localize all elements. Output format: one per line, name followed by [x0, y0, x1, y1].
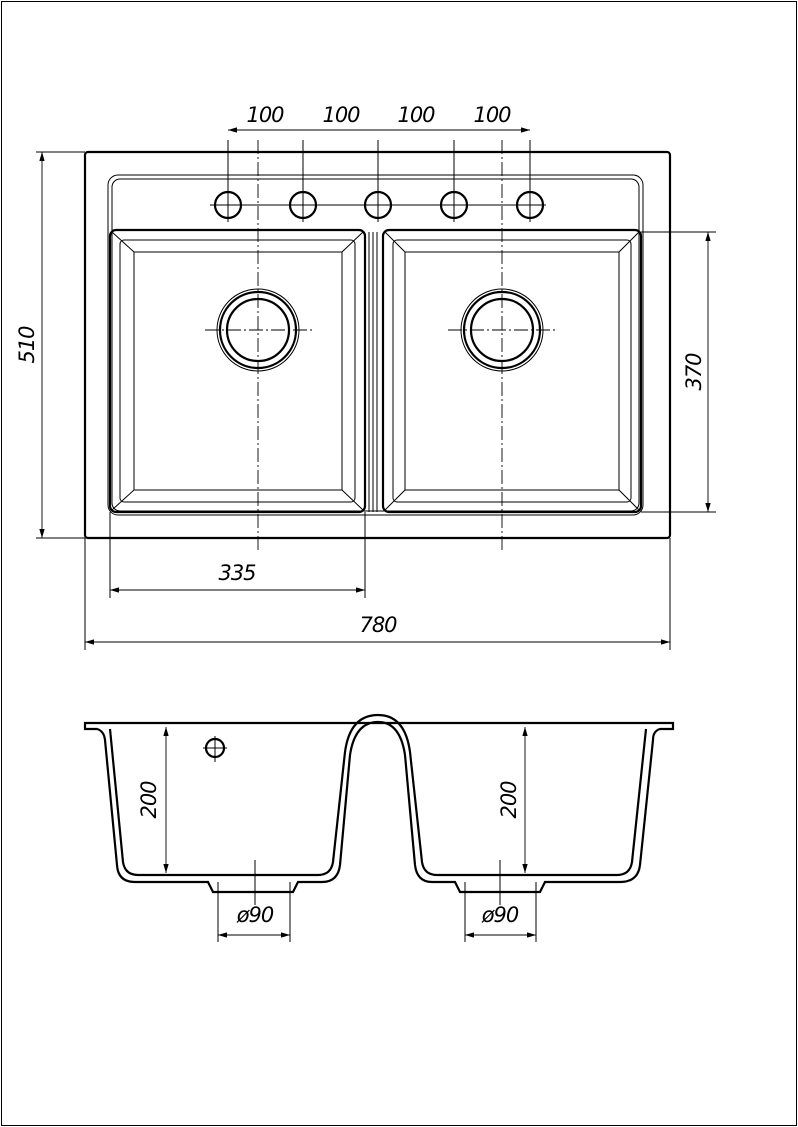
top-view: 100 100 100 100 510 370 335 780	[15, 103, 716, 650]
divider	[368, 232, 378, 512]
right-drain-label: ø90	[481, 903, 519, 927]
bowl-length-label: 370	[682, 353, 706, 391]
left-drain-label: ø90	[236, 903, 274, 927]
tap-hole-side	[203, 736, 227, 762]
side-view: 200 200 ø90 ø90	[83, 713, 675, 942]
left-bowl	[108, 228, 367, 514]
overall-width-label: 780	[359, 613, 397, 637]
sink-section-outer	[83, 720, 675, 894]
tap-holes	[210, 140, 546, 222]
sink-section-inner	[108, 713, 648, 877]
bowl-width-label: 335	[218, 561, 256, 585]
overall-depth-label: 510	[15, 326, 39, 364]
right-bowl	[381, 228, 643, 514]
right-depth-label: 200	[497, 781, 521, 819]
left-depth-label: 200	[137, 781, 161, 819]
sink-rim	[107, 174, 644, 516]
tap-spacing-label-4: 100	[473, 103, 511, 127]
tap-spacing-label-3: 100	[397, 103, 435, 127]
tap-spacing-label-1: 100	[246, 103, 284, 127]
tap-spacing-label-2: 100	[322, 103, 360, 127]
